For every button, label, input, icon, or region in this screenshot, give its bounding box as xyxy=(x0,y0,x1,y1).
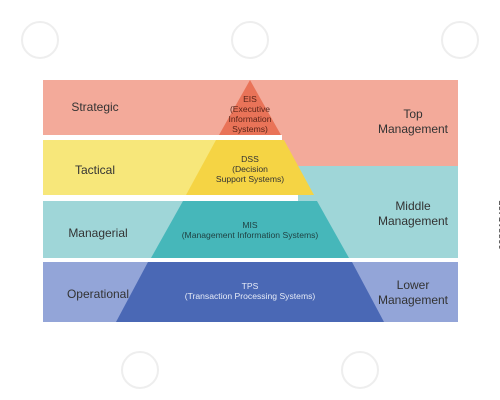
tier-dss-line3: Support Systems) xyxy=(215,174,285,184)
management-label-lower: Lower Management xyxy=(370,278,456,308)
level-label-tactical: Tactical xyxy=(74,163,115,177)
tier-mis-acronym: MIS xyxy=(242,220,258,230)
tier-tps-acronym: TPS xyxy=(241,281,259,291)
tier-label-mis: MIS (Management Information Systems) xyxy=(170,220,330,240)
management-label-top: Top Management xyxy=(370,107,456,137)
level-label-managerial: Managerial xyxy=(68,226,128,240)
pyramid-tier-tps xyxy=(116,262,384,322)
management-lower-line1: Lower xyxy=(396,278,430,292)
tier-dss-acronym: DSS xyxy=(241,154,259,164)
tier-label-dss: DSS (Decision Support Systems) xyxy=(200,154,300,184)
tier-label-tps: TPS (Transaction Processing Systems) xyxy=(170,281,330,301)
level-label-strategic: Strategic xyxy=(71,100,119,114)
management-lower-line2: Management xyxy=(377,293,449,307)
tier-eis-line3: Information xyxy=(228,114,272,124)
management-label-middle: Middle Management xyxy=(370,199,456,229)
pyramid-tier-dss xyxy=(186,140,314,195)
tier-eis-acronym: EIS xyxy=(243,94,257,104)
management-middle-line2: Management xyxy=(377,214,449,228)
pyramid-tier-eis xyxy=(219,80,281,135)
top-management-block xyxy=(282,80,458,166)
tier-tps-line2: (Transaction Processing Systems) xyxy=(184,291,316,301)
tier-eis-line4: Systems) xyxy=(232,124,268,134)
management-top-line1: Top xyxy=(403,107,423,121)
tier-eis-line2: (Executive xyxy=(229,104,271,114)
management-middle-line1: Middle xyxy=(395,199,431,213)
pyramid-tier-mis xyxy=(151,201,349,258)
tier-mis-line2: (Management Information Systems) xyxy=(181,230,319,240)
tier-label-eis: EIS (Executive Information Systems) xyxy=(215,94,285,134)
tier-dss-line2: (Decision xyxy=(232,164,268,174)
level-label-operational: Operational xyxy=(66,287,130,301)
management-top-line2: Management xyxy=(377,122,449,136)
